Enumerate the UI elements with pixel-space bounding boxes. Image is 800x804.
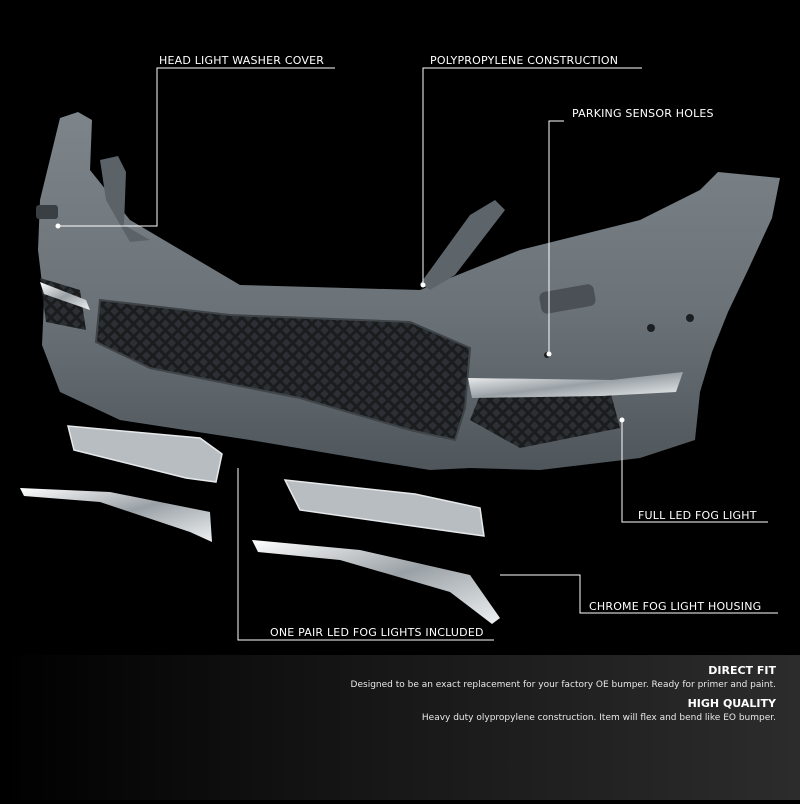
label-one-pair-led-fog-lights: ONE PAIR LED FOG LIGHTS INCLUDED [270, 626, 484, 639]
callout-dots [55, 223, 625, 423]
sensor-hole-2 [647, 324, 655, 332]
chrome-housing-left [20, 488, 212, 542]
washer-cover-left [36, 205, 58, 219]
lower-grille [94, 298, 472, 442]
label-full-led-fog-light: FULL LED FOG LIGHT [638, 509, 757, 522]
features-band [0, 655, 800, 800]
label-parking-sensor-holes: PARKING SENSOR HOLES [572, 107, 714, 120]
chrome-trim-installed-left [40, 282, 90, 310]
label-polypropylene-construction: POLYPROPYLENE CONSTRUCTION [430, 54, 619, 67]
fog-opening-right [470, 390, 620, 448]
label-head-light-washer-cover: HEAD LIGHT WASHER COVER [159, 54, 325, 67]
led-fog-light-right [283, 479, 485, 537]
sensor-hole-3 [686, 314, 694, 322]
feature-desc-direct-fit: Designed to be an exact replacement for … [350, 680, 776, 690]
feature-title-high-quality: HIGH QUALITY [687, 697, 776, 710]
bumper-inner-arm [100, 156, 150, 242]
callout-lines [58, 67, 778, 641]
feature-title-direct-fit: DIRECT FIT [708, 664, 776, 677]
led-fog-light-left [67, 425, 223, 483]
label-chrome-fog-light-housing: CHROME FOG LIGHT HOUSING [589, 600, 762, 613]
chrome-trim-installed-right [468, 372, 683, 398]
washer-cover-right [539, 284, 596, 314]
chrome-housing-right [252, 540, 500, 624]
feature-desc-high-quality: Heavy duty olypropylene construction. It… [421, 713, 776, 723]
bumper-right-arm [420, 200, 505, 290]
